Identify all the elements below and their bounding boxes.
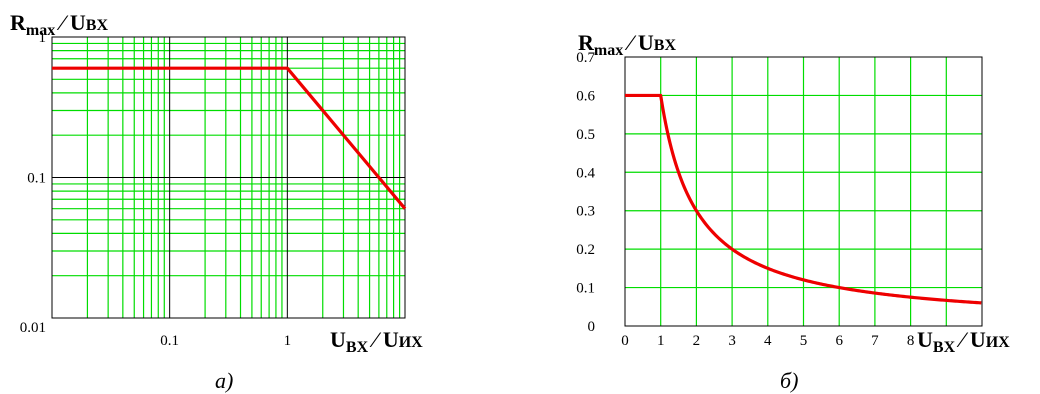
y-tick-label: 0.4 <box>576 165 595 181</box>
y-tick-label: 0.01 <box>20 320 46 336</box>
x-tick-label: 8 <box>907 333 915 349</box>
y-tick-label: 0.5 <box>576 127 595 143</box>
x-tick-label: 3 <box>728 333 736 349</box>
y-tick-label: 0 <box>588 319 596 335</box>
x-tick-label: 7 <box>871 333 879 349</box>
y-axis-label: Rmax ⁄ UBX <box>10 10 108 39</box>
y-tick-label: 0.1 <box>27 171 46 187</box>
y-tick-label: 0.1 <box>576 281 595 297</box>
x-tick-label: 1 <box>284 333 292 349</box>
y-tick-label: 0.3 <box>576 204 595 220</box>
series-line <box>52 66 407 210</box>
x-axis-label: UBX ⁄ UИХ <box>330 327 423 356</box>
plot-frame <box>624 56 983 327</box>
series-line <box>625 93 982 305</box>
y-tick-label: 0.6 <box>576 88 595 104</box>
x-tick-label: 2 <box>693 333 701 349</box>
panel-caption: б) <box>780 368 798 393</box>
panel-caption: a) <box>215 368 233 393</box>
x-tick-label: 0.1 <box>160 333 179 349</box>
x-axis-label: UBX ⁄ UИХ <box>917 327 1010 356</box>
x-tick-label: 0 <box>621 333 629 349</box>
grid <box>625 57 982 326</box>
x-tick-label: 1 <box>657 333 665 349</box>
y-axis-label: Rmax ⁄ UBX <box>578 30 676 59</box>
x-tick-label: 6 <box>835 333 843 349</box>
x-tick-label: 5 <box>800 333 808 349</box>
y-tick-label: 0.2 <box>576 242 595 258</box>
x-tick-label: 4 <box>764 333 772 349</box>
y-tick-label: 1 <box>39 30 47 46</box>
plot-frame <box>51 36 406 319</box>
grid <box>52 37 405 318</box>
y-tick-label: 0.7 <box>576 50 595 66</box>
